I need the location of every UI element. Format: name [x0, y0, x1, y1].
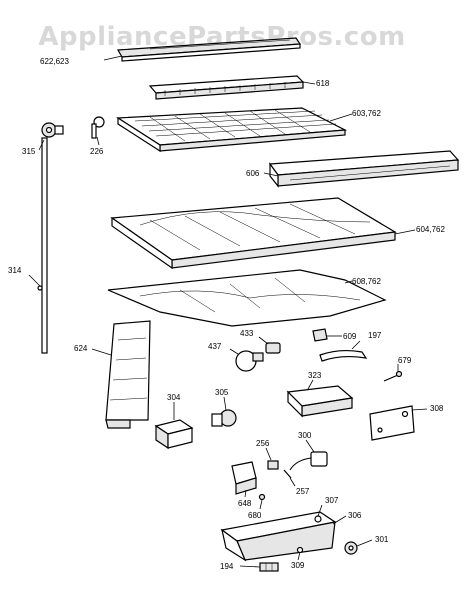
label-618: 618 — [316, 79, 330, 88]
label-323: 323 — [308, 371, 322, 380]
part-604-crisper-frame — [110, 197, 416, 270]
part-679-screw — [383, 364, 403, 382]
label-624: 624 — [74, 344, 88, 353]
part-606-shelf-trim — [263, 150, 460, 188]
label-306: 306 — [348, 511, 362, 520]
part-437-bulb — [229, 348, 264, 372]
part-300-switch — [289, 439, 328, 471]
part-257-terminal — [283, 469, 296, 487]
label-301: 301 — [375, 535, 389, 544]
label-197: 197 — [368, 331, 382, 340]
part-301-knob — [344, 539, 373, 555]
part-315-314-rod — [28, 122, 64, 354]
part-433-socket — [258, 336, 281, 354]
part-609-clip — [312, 328, 342, 342]
label-609: 609 — [343, 332, 357, 341]
label-608: 608,762 — [352, 277, 381, 286]
label-256: 256 — [256, 439, 270, 448]
label-308: 308 — [430, 404, 444, 413]
label-433: 433 — [240, 329, 254, 338]
label-314: 314 — [8, 266, 22, 275]
label-679: 679 — [398, 356, 412, 365]
label-226: 226 — [90, 147, 104, 156]
label-304: 304 — [167, 393, 181, 402]
part-308-plate — [369, 405, 428, 441]
label-604: 604,762 — [416, 225, 445, 234]
part-608-crisper-pan — [107, 269, 387, 327]
label-194: 194 — [220, 562, 234, 571]
part-304-block — [154, 402, 194, 450]
part-226-pin — [91, 116, 105, 146]
part-305-knob — [211, 396, 237, 427]
label-437: 437 — [208, 342, 222, 351]
part-323-bracket — [286, 379, 354, 418]
label-606: 606 — [246, 169, 260, 178]
label-622: 622,623 — [40, 57, 69, 66]
part-624-duct — [91, 320, 151, 429]
label-680: 680 — [248, 511, 262, 520]
part-648-thermostat — [231, 461, 257, 498]
label-305: 305 — [215, 388, 229, 397]
part-618-rail — [148, 75, 316, 100]
part-622-cover — [103, 37, 302, 62]
part-197-spring — [319, 340, 368, 362]
part-256-connector — [265, 447, 279, 470]
part-306-housing — [220, 504, 347, 562]
label-603: 603,762 — [352, 109, 381, 118]
part-194-terminal-block — [239, 562, 279, 572]
label-648: 648 — [238, 499, 252, 508]
label-257: 257 — [296, 487, 310, 496]
label-315: 315 — [22, 147, 36, 156]
label-300: 300 — [298, 431, 312, 440]
label-309: 309 — [291, 561, 305, 570]
part-603-wire-shelf — [116, 107, 353, 153]
label-307: 307 — [325, 496, 339, 505]
part-680-screw — [258, 493, 266, 510]
